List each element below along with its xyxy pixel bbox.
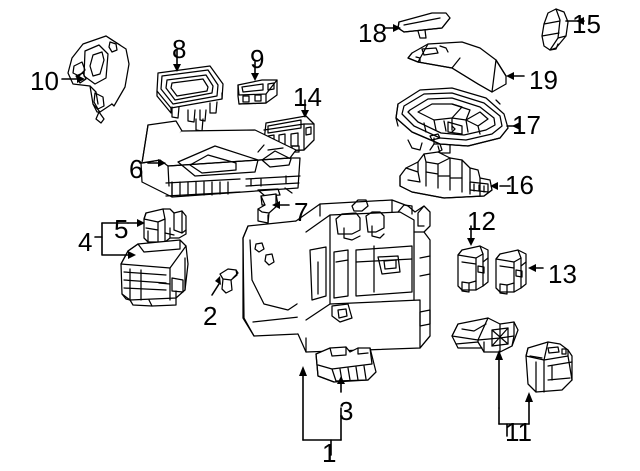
part-19-shifter-trim-cover (407, 41, 507, 93)
callout-label-2: 2 (203, 301, 218, 331)
part-6-upper-console-panel (140, 120, 301, 198)
part-3-lower-tray-cover (315, 346, 377, 383)
part-9-small-switch-panel (237, 79, 278, 105)
part-11-air-duct-left (451, 317, 519, 353)
part-11-air-duct-right (525, 341, 573, 393)
callout-label-19: 19 (529, 65, 558, 95)
callout-label-4: 4 (78, 227, 93, 257)
part-5-retainer-clip (143, 208, 187, 243)
callout-label-17: 17 (512, 110, 541, 140)
part-13-auxiliary-switch (495, 249, 527, 295)
part-15-shift-knob (541, 8, 569, 51)
part-10-side-trim-panel (67, 35, 130, 124)
part-16-shifter-base-unit (399, 133, 493, 199)
callout-label-12: 12 (467, 206, 496, 236)
callout-label-1: 1 (322, 438, 337, 468)
callout-label-18: 18 (358, 18, 387, 48)
callout-label-8: 8 (172, 34, 187, 64)
callout-label-3: 3 (339, 396, 354, 426)
part-2-clip-rivet (219, 268, 239, 294)
leader-lines (61, 17, 585, 456)
callout-label-13: 13 (548, 259, 577, 289)
callout-label-5: 5 (114, 214, 129, 244)
part-7-small-bracket (257, 193, 279, 224)
callout-label-16: 16 (505, 170, 534, 200)
callout-label-15: 15 (572, 9, 601, 39)
part-17-shifter-housing-bezel (395, 87, 509, 154)
callout-label-11: 11 (505, 417, 532, 447)
part-1-console-body-assembly (242, 199, 431, 353)
part-18-small-cap-cover (397, 12, 451, 39)
part-8-switch-bezel (156, 65, 224, 132)
part-4-bracket-group (120, 239, 189, 307)
callout-label-10: 10 (30, 66, 59, 96)
callout-label-9: 9 (250, 44, 265, 74)
part-12-power-outlet-switch (457, 245, 489, 293)
callout-label-7: 7 (294, 197, 309, 227)
callout-label-6: 6 (129, 154, 144, 184)
callout-label-14: 14 (293, 82, 322, 112)
